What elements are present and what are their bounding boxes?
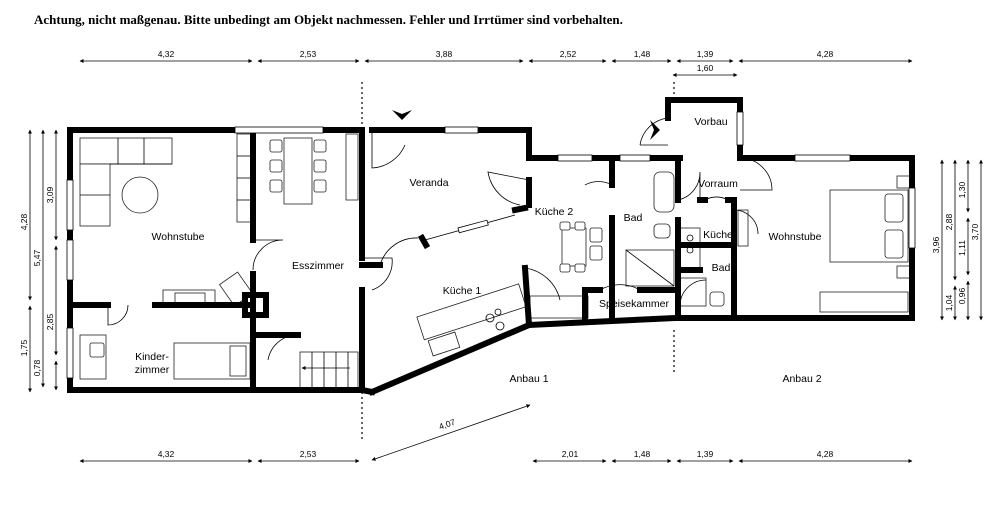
label-esszimmer: Esszimmer	[292, 260, 344, 272]
bottom-dimension-chain: 4,32 2,53 2,01 1,48 1,39 4,28 4,07	[79, 404, 913, 463]
entrance-arrow-vorbau-icon	[650, 120, 660, 140]
dim-right-1: 3,96	[931, 236, 941, 253]
dim-top-2: 2,53	[300, 49, 317, 59]
dim-right-5: 1,11	[957, 240, 967, 256]
windows	[66, 111, 916, 379]
dim-right-3: 1,04	[944, 294, 954, 311]
dim-left-3: 3,09	[45, 186, 55, 203]
window-wohnstube-left-2	[66, 239, 74, 281]
round-table-icon	[121, 176, 159, 214]
dim-top-second: 1,60	[697, 63, 714, 73]
entrance-arrow-icon	[392, 110, 412, 120]
dim-left-2: 1,75	[19, 339, 29, 356]
dim-bottom-5: 1,39	[697, 449, 714, 459]
label-kinderzimmer-1: Kinder-	[135, 351, 169, 363]
window-veranda	[444, 126, 479, 134]
label-kinderzimmer-2: zimmer	[135, 364, 170, 376]
window-wohnstube-right	[794, 154, 851, 162]
dim-bottom-2: 2,53	[300, 449, 317, 459]
label-vorraum: Vorraum	[698, 178, 738, 190]
dim-top-6: 1,39	[697, 49, 714, 59]
label-wohnstube-right: Wohnstube	[769, 231, 822, 243]
right-dimension-chain: 3,96 2,88 1,04 1,30 1,11 0,96 3,70	[931, 159, 983, 321]
dim-bottom-3: 2,01	[562, 449, 579, 459]
window-bad	[619, 154, 651, 162]
window-veranda-inner	[457, 219, 489, 234]
furniture	[79, 133, 912, 389]
walls	[67, 97, 915, 396]
dim-top-7: 4,28	[817, 49, 834, 59]
dim-right-4: 1,30	[957, 181, 967, 198]
dim-diagonal: 4,07	[438, 417, 457, 432]
dim-left-5: 2,85	[45, 313, 55, 330]
dim-top-3: 3,88	[436, 49, 453, 59]
label-veranda: Veranda	[409, 177, 448, 189]
window-kueche2	[557, 154, 593, 162]
dim-right-2: 2,88	[944, 213, 954, 230]
label-speisekammer: Speisekammer	[599, 298, 670, 310]
window-wohnstube-right-side	[908, 187, 916, 249]
dim-bottom-1: 4,32	[158, 449, 175, 459]
disclaimer-text: Achtung, nicht maßgenau. Bitte unbedingt…	[34, 12, 623, 27]
dim-top-1: 4,32	[158, 49, 175, 59]
room-labels: Wohnstube Esszimmer Veranda Küche 1 Küch…	[135, 116, 822, 385]
dim-bottom-6: 4,28	[817, 449, 834, 459]
label-anbau2: Anbau 2	[782, 373, 821, 385]
doors	[107, 117, 773, 361]
dim-bottom-4: 1,48	[634, 449, 651, 459]
top-dimension-chain: 4,32 2,53 3,88 2,52 1,48 1,39 4,28 1,60	[79, 49, 913, 77]
window-wohnstube-left	[66, 179, 74, 231]
label-wohnstube-left: Wohnstube	[152, 231, 205, 243]
label-bad: Bad	[624, 212, 643, 224]
label-kueche1: Küche 1	[443, 285, 482, 297]
dim-top-4: 2,52	[560, 49, 577, 59]
dim-right-6: 0,96	[957, 287, 967, 304]
left-dimension-chain: 4,28 1,75 3,09 5,47 2,85 0,78	[19, 129, 58, 393]
label-kueche2: Küche 2	[535, 206, 574, 218]
dim-right-7: 3,70	[970, 223, 980, 240]
label-anbau1: Anbau 1	[509, 373, 548, 385]
label-bad-small: Bad	[712, 262, 731, 274]
label-kueche-small: Küche	[703, 229, 733, 241]
label-vorbau: Vorbau	[694, 116, 727, 128]
window-esszimmer	[234, 126, 324, 134]
window-vorbau	[736, 111, 744, 146]
window-kinderzimmer	[66, 327, 74, 379]
dim-top-5: 1,48	[634, 49, 651, 59]
dim-left-6: 0,78	[32, 359, 42, 376]
dim-left-4: 5,47	[32, 249, 42, 266]
dim-left-1: 4,28	[19, 213, 29, 230]
